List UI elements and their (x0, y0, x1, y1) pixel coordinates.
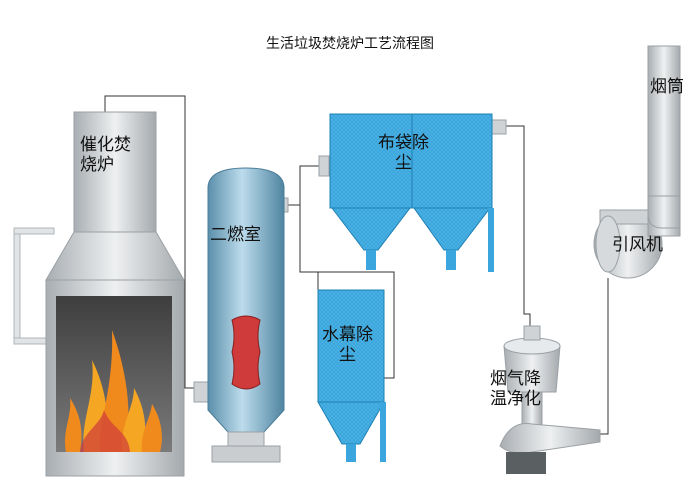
bagfilter-inlet (318, 155, 330, 177)
pipe-fan-to-cooling (572, 278, 609, 435)
chamber-base (227, 431, 265, 447)
chamber-window (231, 315, 261, 390)
bagfilter-body (329, 113, 493, 209)
incinerator-hood (45, 231, 185, 281)
cooling-stand (506, 452, 546, 474)
chamber-inlet (193, 381, 209, 403)
incinerator (13, 111, 185, 477)
label-water-curtain: 水幕除 尘 (322, 325, 373, 365)
water-curtain (317, 289, 386, 462)
watercurtain-leg (346, 444, 356, 462)
chamber-foot (211, 445, 281, 463)
incinerator-side-pipe (13, 227, 21, 345)
bagfilter-leg-1 (366, 250, 376, 270)
incinerator-side-pipe-2 (13, 227, 55, 235)
fan-inlet (595, 215, 621, 273)
flame-4 (121, 388, 146, 452)
flue-cooling (499, 325, 601, 474)
label-bag-filter: 布袋除 尘 (378, 133, 429, 173)
label-induced-fan: 引风机 (612, 235, 663, 255)
cooling-venturi (499, 422, 601, 454)
watercurtain-hopper (317, 401, 385, 445)
flame-core (80, 410, 130, 452)
fire (65, 330, 162, 452)
label-incinerator: 催化焚 烧炉 (80, 135, 131, 175)
watercurtain-body (317, 289, 385, 403)
label-chimney: 烟筒 (650, 77, 684, 97)
bagfilter-hopper-right (413, 207, 492, 251)
pipe-chamber-to-bagfilter (286, 165, 319, 206)
secondary-chamber (193, 167, 289, 463)
pipe-bagfilter-to-cooling (505, 125, 531, 330)
label-secondary-chamber: 二燃室 (210, 225, 261, 245)
flame-5 (141, 404, 162, 452)
cooling-neck (523, 325, 541, 341)
induced-fan (593, 209, 663, 279)
chamber-shell (207, 167, 285, 433)
bagfilter-leg-3 (488, 208, 494, 272)
chimney-elbow (647, 195, 681, 229)
flame-1 (65, 398, 82, 452)
pipe-incinerator-to-chamber (104, 95, 206, 389)
label-flue-cooling: 烟气降 温净化 (490, 369, 541, 409)
bagfilter-hopper-left (330, 207, 412, 251)
incinerator-stack (73, 111, 157, 233)
bag-filter (318, 113, 507, 272)
bagfilter-leg-2 (446, 250, 456, 270)
pipe-chamber-to-watercurtain (299, 205, 319, 290)
chimney (647, 45, 681, 237)
pipe-watercurtain-loop (308, 271, 395, 379)
pipe-lines (104, 95, 609, 435)
bagfilter-outlet (491, 119, 507, 135)
watercurtain-leg-2 (380, 402, 386, 462)
diagram-title: 生活垃圾焚烧炉工艺流程图 (266, 36, 434, 52)
